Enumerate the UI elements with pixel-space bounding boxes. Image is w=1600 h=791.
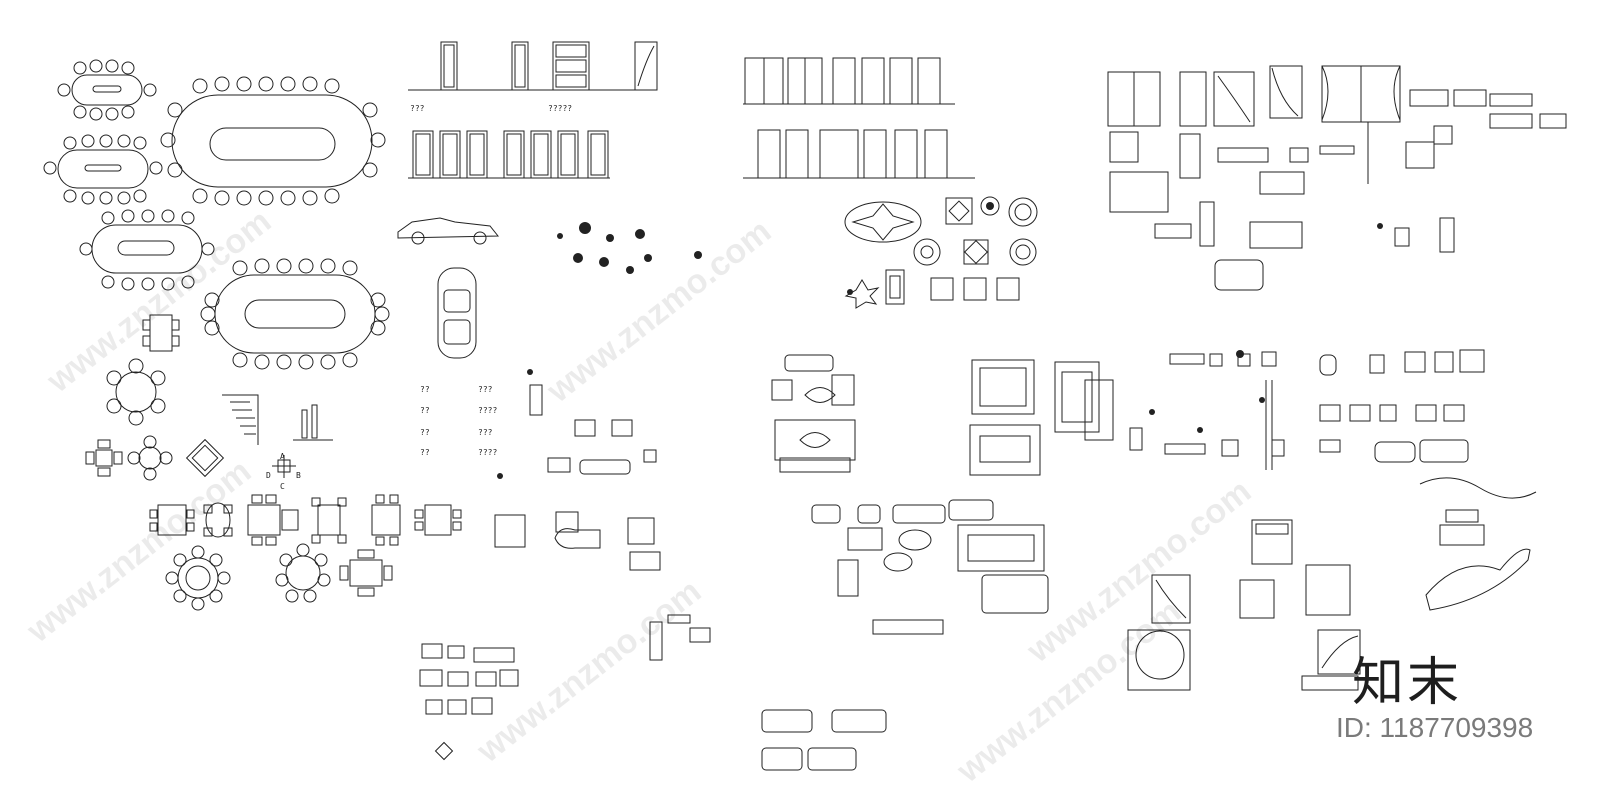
diamond-table [185,438,225,478]
square-table-4 [339,549,393,597]
legend-code-3: ?? [420,428,430,437]
floor-medallion-oval [844,201,922,243]
column-symbol [293,404,333,441]
car-side-view [397,217,500,245]
cabinet-elevations [1107,65,1567,291]
door-label-a: ??? [410,104,425,113]
compass-north: A [280,452,285,461]
car-top-view [437,267,477,359]
misc-small-blocks [494,384,661,571]
electronics-blocks [419,614,711,761]
legend-code-2: ?? [420,406,430,415]
legend-code-1: ?? [420,385,430,394]
decor-scatter-right [1129,217,1455,470]
living-furniture-grid [761,499,1049,771]
sofa-set-2 [969,359,1114,476]
compass-west: D [266,471,271,480]
conference-table-large-2 [200,258,390,370]
round-table-7 [275,543,331,603]
plant-glyphs [497,202,1383,479]
door-elevations-b [743,57,975,179]
compass-east: B [296,471,301,480]
round-table-8 [165,545,231,611]
small-round-table [127,435,173,481]
round-table-6 [106,358,166,426]
dining-table-square-4 [142,314,180,352]
legend-code-5: ??? [478,385,493,394]
legend-code-6: ???? [478,406,498,415]
legend-code-4: ?? [420,448,430,457]
music-decoration [1419,477,1537,611]
compass-marker [272,455,296,478]
staircase-symbol [222,394,259,445]
compass-south: C [280,482,285,491]
legend-code-7: ??? [478,428,493,437]
legend-code-8: ???? [478,448,498,457]
asset-id-label: ID: 1187709398 [1336,712,1534,743]
door-label-b: ????? [548,104,573,113]
dining-set-row [149,494,462,546]
znzmo-logo: 知末 [1352,653,1463,713]
conference-table-small-1 [57,59,157,121]
conference-table-medium [79,209,215,291]
bedroom-set [1127,519,1361,691]
door-elevations-a [408,41,658,179]
sofa-set-1 [771,354,856,473]
floor-medallions [844,196,1038,309]
conference-table-large-1 [160,76,386,206]
bathroom-fixtures [1319,349,1485,463]
conference-table-small-2 [43,134,163,205]
small-table-a [85,439,123,477]
